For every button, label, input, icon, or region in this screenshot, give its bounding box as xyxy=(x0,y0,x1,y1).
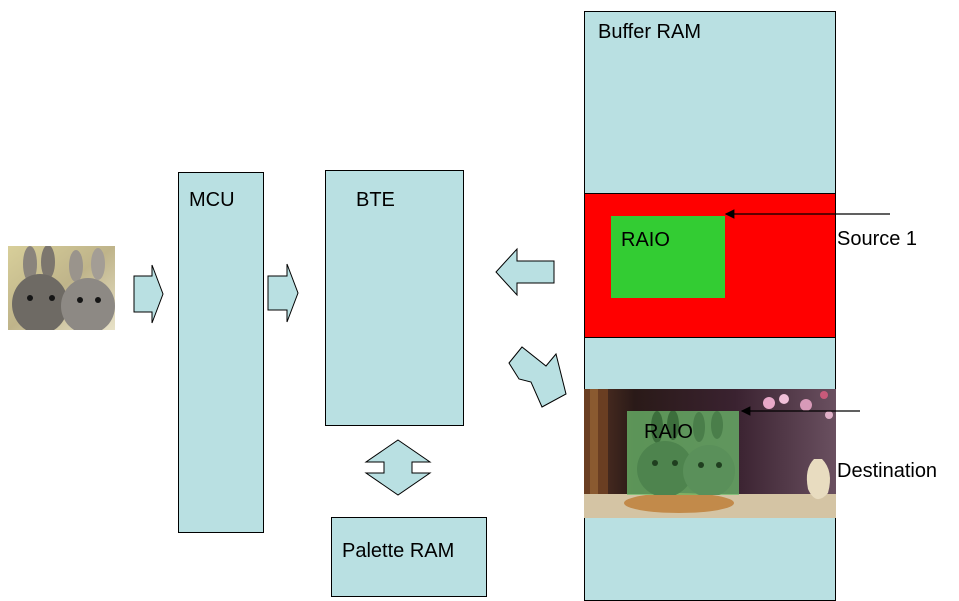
destination-label: Destination xyxy=(837,460,938,482)
destination-raio-text: RAIO xyxy=(644,421,693,443)
palette-ram-block: Palette RAM xyxy=(331,517,487,597)
mcu-label: MCU xyxy=(189,189,235,211)
bte-block: BTE xyxy=(325,170,464,426)
destination-raio-window: RAIO xyxy=(627,411,739,495)
rabbit-icon xyxy=(637,411,735,495)
arrow-left-icon xyxy=(495,247,555,297)
source-raio-window: RAIO xyxy=(611,216,725,298)
mcu-block: MCU xyxy=(178,172,264,533)
buffer-ram-label: Buffer RAM xyxy=(598,21,701,43)
palette-ram-label: Palette RAM xyxy=(342,540,455,562)
destination-photo xyxy=(584,389,836,518)
rabbit-photo xyxy=(8,246,115,330)
arrow-right-icon xyxy=(133,264,164,324)
source-raio-text: RAIO xyxy=(621,229,670,251)
bte-label: BTE xyxy=(356,189,395,211)
arrow-right-icon xyxy=(267,263,299,323)
source-1-label: Source 1 xyxy=(837,228,918,250)
arrow-diagonal-down-right-icon xyxy=(508,346,567,408)
double-arrow-vertical-icon xyxy=(364,439,432,496)
